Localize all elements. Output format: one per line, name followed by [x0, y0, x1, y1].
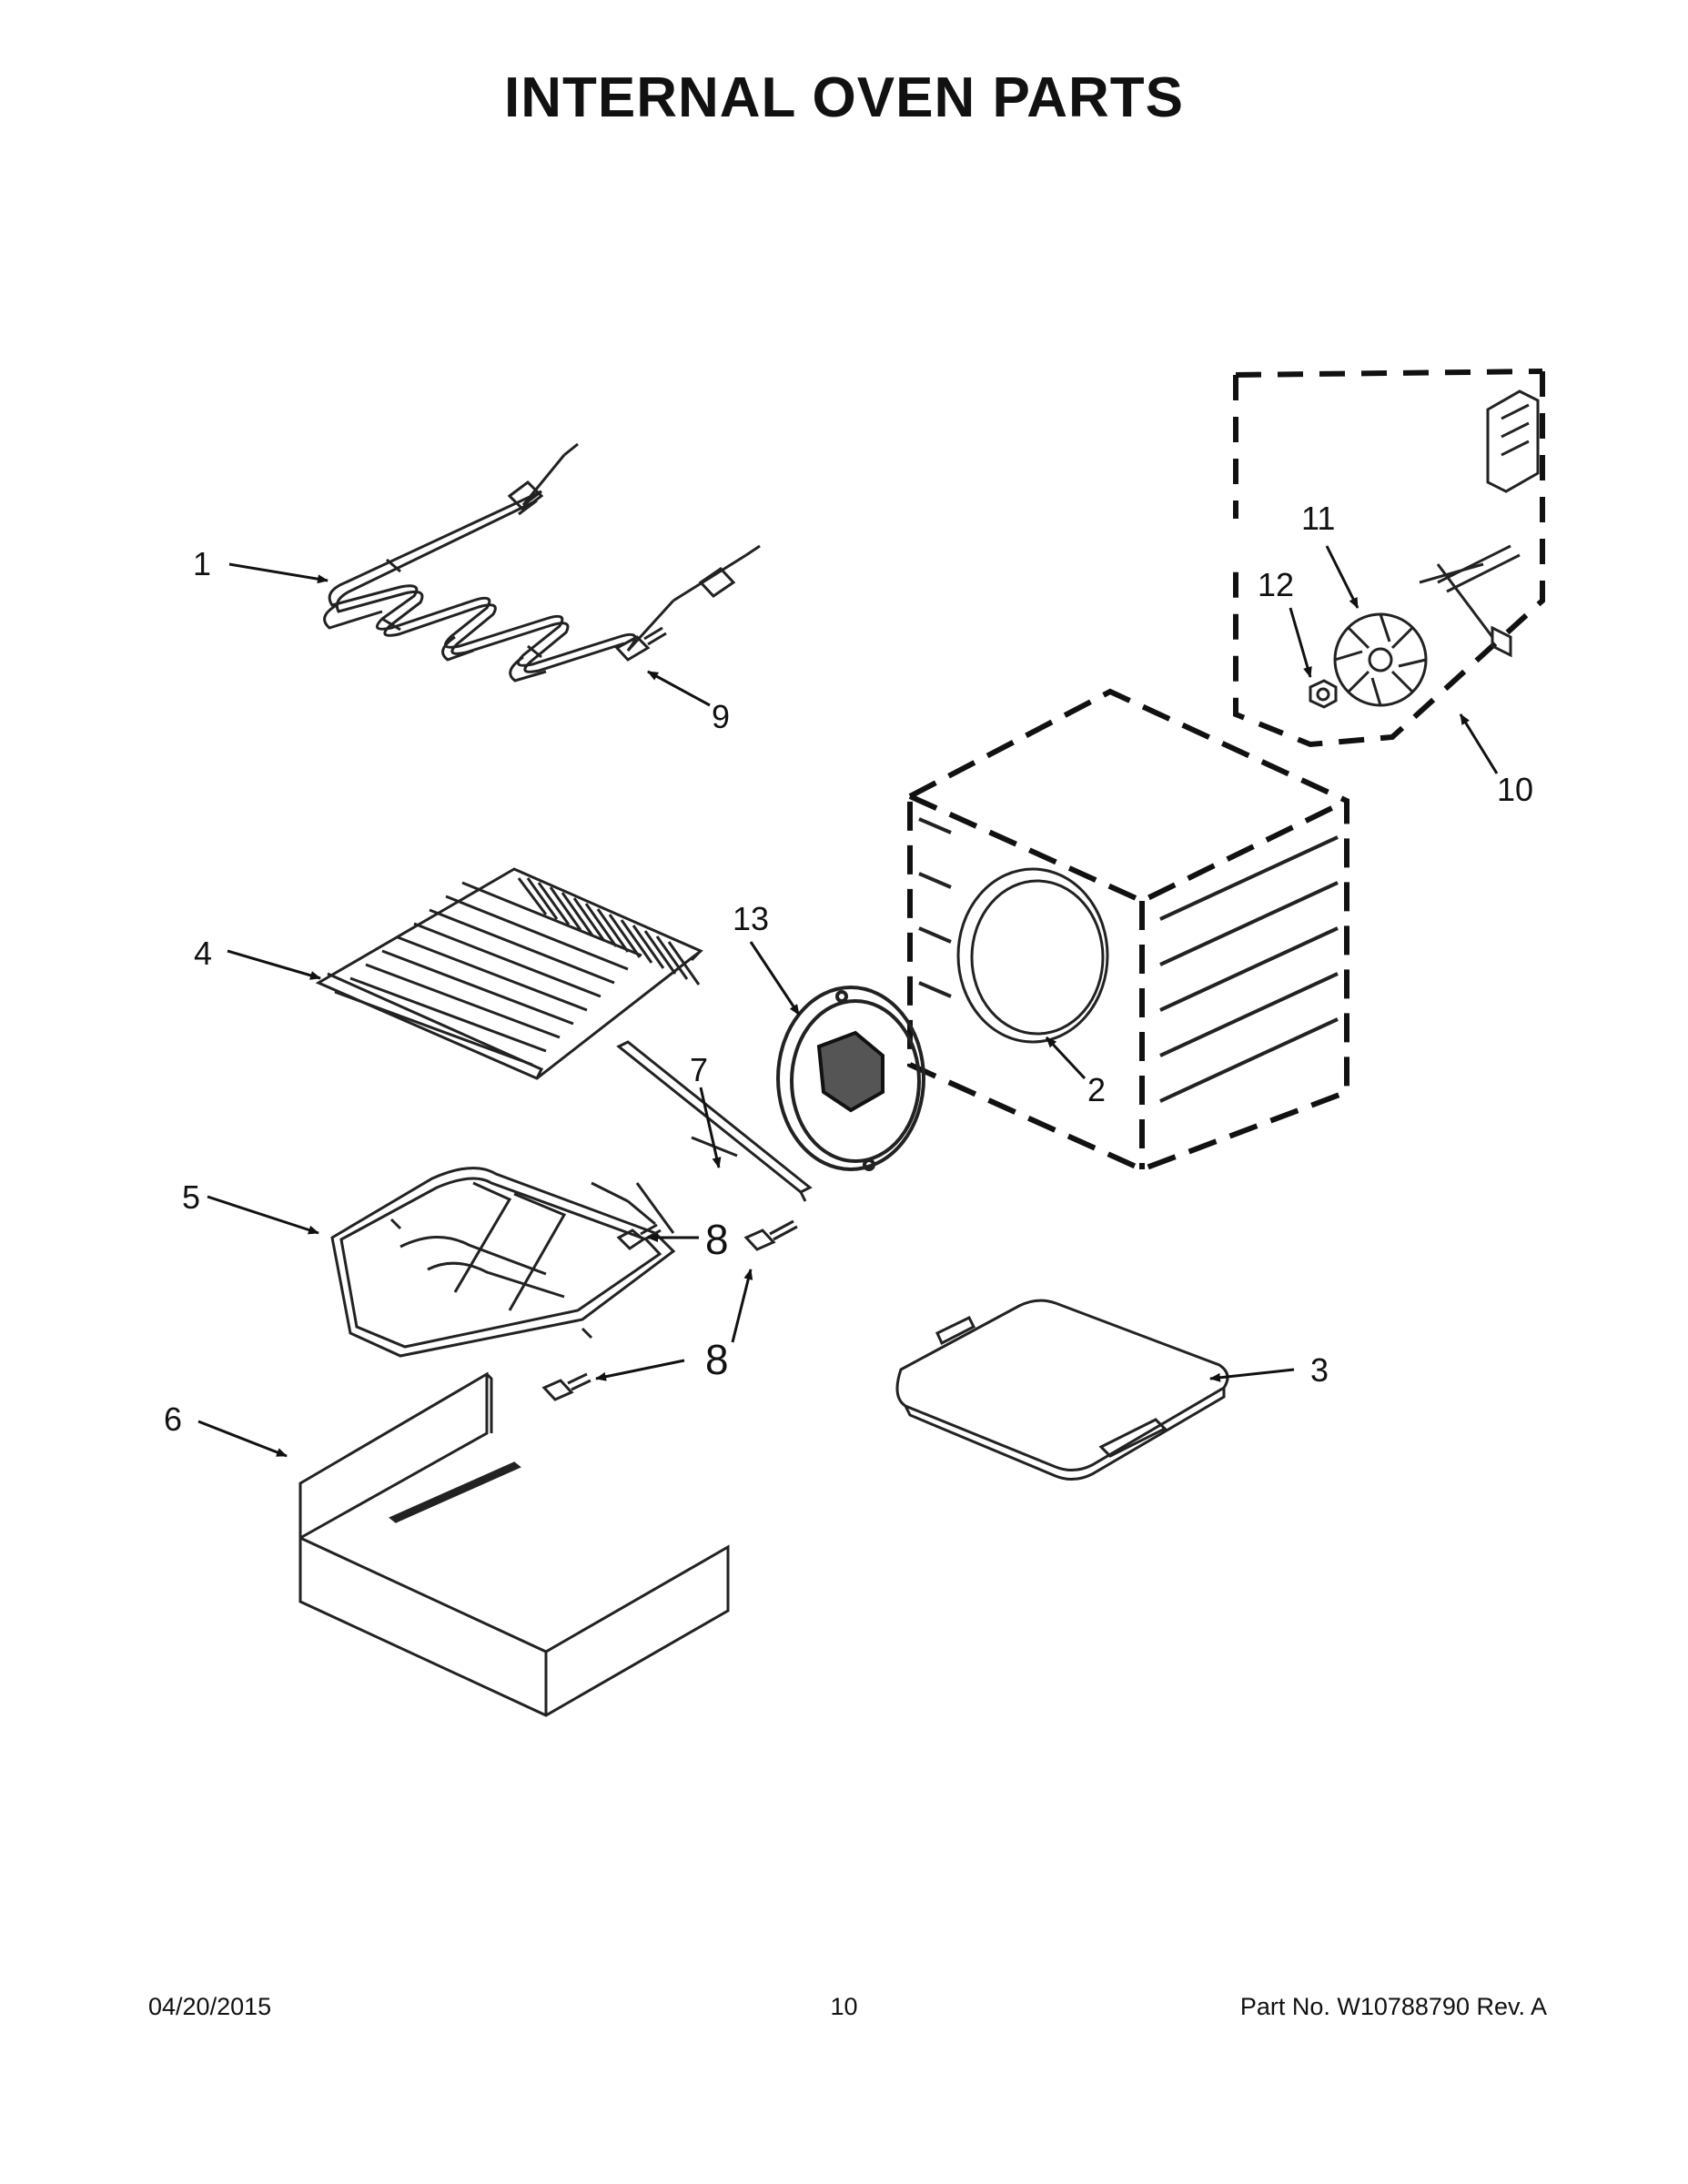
- callout-4: 4: [194, 935, 212, 972]
- fan-cover-13: [776, 986, 925, 1171]
- page-title: INTERNAL OVEN PARTS: [504, 66, 1184, 129]
- fan-blade-11: [1333, 612, 1428, 707]
- pan-6: [298, 1371, 730, 1717]
- callout-12: 12: [1258, 566, 1294, 603]
- callout-3: 3: [1310, 1351, 1329, 1389]
- callout-8-upper: 8: [705, 1216, 729, 1263]
- oven-cavity: [907, 688, 1349, 1173]
- footer-part-number: Part No. W10788790 Rev. A: [1239, 1993, 1547, 2020]
- convection-fan-assembly-box: [1233, 369, 1545, 748]
- callout-8-lower: 8: [705, 1336, 729, 1383]
- callout-2: 2: [1087, 1071, 1106, 1108]
- fan-motor: [1419, 389, 1540, 658]
- screw-9: [614, 626, 667, 662]
- callout-11: 11: [1301, 500, 1335, 537]
- callout-1: 1: [193, 545, 211, 582]
- screw-8-lower: [541, 1372, 591, 1401]
- callout-10: 10: [1497, 771, 1533, 808]
- cover-3: [895, 1299, 1229, 1481]
- bracket-7: [616, 1040, 813, 1202]
- oven-rack-4: [315, 867, 703, 1080]
- oven-cavity-ribs: [918, 817, 1339, 1103]
- footer-date: 04/20/2015: [148, 1993, 272, 2020]
- oven-cavity-fan-opening: [956, 867, 1109, 1044]
- callout-6: 6: [164, 1400, 182, 1438]
- callout-5: 5: [182, 1178, 200, 1216]
- callout-7: 7: [690, 1051, 708, 1088]
- callout-13: 13: [733, 900, 769, 937]
- screw-8-middle: [743, 1219, 798, 1251]
- broil-element: [323, 442, 761, 682]
- footer-page-number: 10: [830, 1993, 858, 2020]
- nut-12: [1309, 679, 1338, 709]
- callout-9: 9: [712, 698, 730, 735]
- bake-element-5: [330, 1167, 676, 1358]
- leader-arrows: [197, 545, 1499, 1458]
